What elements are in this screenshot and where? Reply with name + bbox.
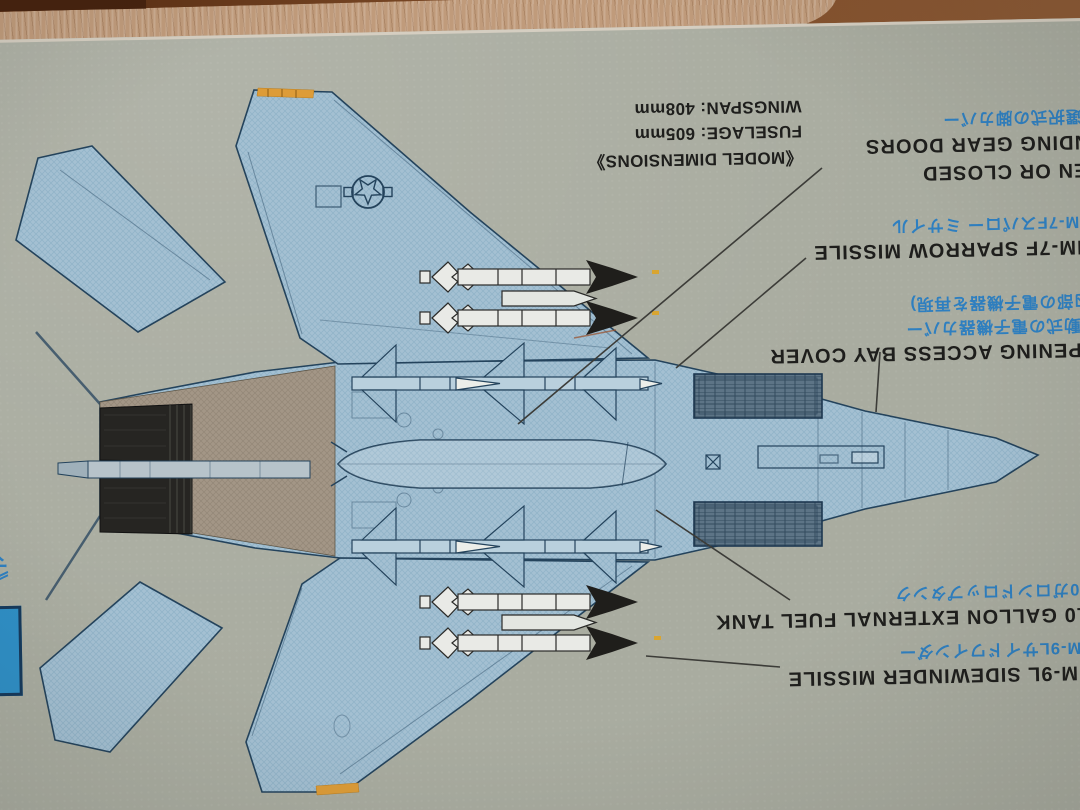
engine-exhaust-bottom — [99, 475, 193, 535]
callout-sparrow — [675, 257, 807, 369]
sidewinder-group-bottom — [419, 585, 661, 660]
label-sparrow: AIM-7F SPARROW MISSILE AIM-7Fスパロー ミサイル — [757, 208, 1080, 267]
nose-gear-bay — [705, 445, 885, 470]
blue-color-swatch — [0, 605, 23, 697]
label-access-bay: OPENING ACCESS BAY COVER 可動式の電子機器カバー (内部… — [701, 288, 1080, 372]
engine-exhaust-top — [99, 403, 193, 463]
avionics-bay-panel-top — [693, 373, 823, 419]
sparrow-missiles-bottom — [351, 504, 663, 589]
red-panel-line — [573, 329, 617, 339]
tail-boom — [57, 460, 311, 479]
label-fuel-tank: 610 GALLON EXTERNAL FUEL TANK 610ガロンドロップ… — [700, 576, 1080, 636]
label-model-dimensions: 《MODEL DIMENSIONS》 FUSELAGE: 605mm WINGS… — [529, 93, 803, 175]
sparrow-missiles-top — [351, 270, 663, 426]
national-insignia — [343, 175, 393, 209]
callout-access-bay — [875, 351, 881, 413]
callout-sidewinder — [645, 655, 781, 668]
avionics-bay-panel-bottom — [693, 501, 823, 547]
callout-fuel-tank — [655, 509, 791, 601]
label-landing-gear: OPEN OR CLOSED LANDING GEAR DOORS 開閉選択式の… — [805, 103, 1080, 190]
callout-lines — [517, 167, 881, 668]
label-sidewinder: AIM-9L SIDEWINDER MISSILE AIM-9Lサイドワインダー — [743, 634, 1080, 693]
stabilizer-top — [15, 145, 227, 333]
sidewinder-group-top — [419, 260, 659, 335]
left-edge-partial-text: 《マ — [0, 550, 11, 592]
external-fuel-tank — [330, 439, 668, 489]
vertical-fin-edges — [35, 331, 102, 601]
stabilizer-bottom — [39, 581, 224, 753]
callout-landing-gear — [517, 167, 823, 425]
